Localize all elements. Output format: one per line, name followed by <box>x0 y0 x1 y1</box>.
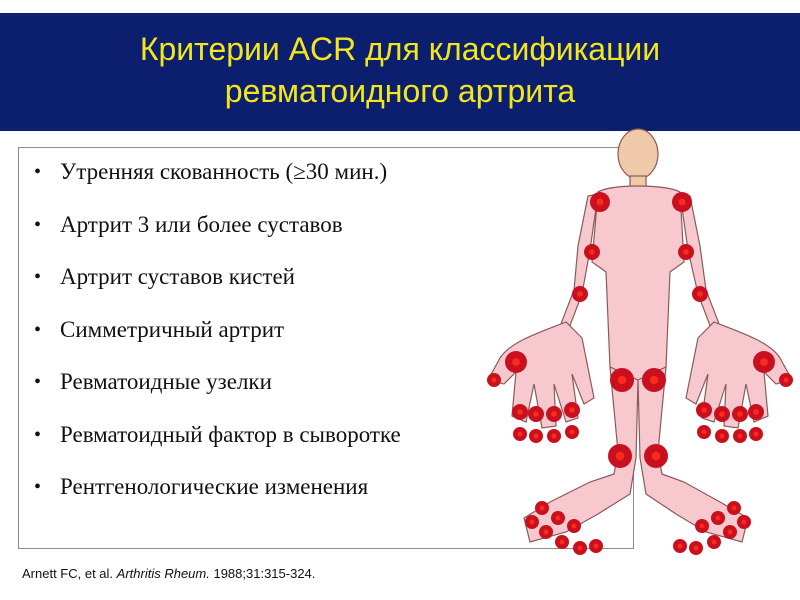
joint-marker-core <box>593 543 599 549</box>
criteria-text: Артрит 3 или более суставов <box>60 211 343 237</box>
title-band <box>0 13 800 131</box>
left-hand <box>487 321 595 429</box>
criteria-text: Артрит суставов кистей <box>60 264 295 289</box>
human-body-joints-icon <box>487 128 793 555</box>
joint-marker-core <box>699 523 705 529</box>
left-leg <box>523 366 639 543</box>
citation: Arnett FC, et al. Arthritis Rheum. 1988;… <box>22 566 315 581</box>
bullet-icon: • <box>34 161 42 183</box>
joint-marker-core <box>783 377 789 383</box>
joint-marker-core <box>760 358 768 366</box>
joint-marker-core <box>551 411 557 417</box>
criteria-item: • Рентгенологические изменения <box>30 467 401 520</box>
torso <box>591 185 685 384</box>
right-leg <box>637 366 749 543</box>
joint-marker-core <box>719 433 725 439</box>
joint-marker-core <box>555 515 561 521</box>
joint-markers <box>487 192 793 555</box>
criteria-item: • Артрит 3 или более суставов <box>30 205 401 258</box>
criteria-text: Рентгенологические изменения <box>60 474 369 499</box>
joint-marker-core <box>533 433 539 439</box>
joint-marker-core <box>596 198 604 206</box>
body-silhouette <box>487 128 793 543</box>
criteria-text: Утренняя скованность (≥30 мин.) <box>60 159 388 184</box>
criteria-item: • Ревматоидные узелки <box>30 362 401 415</box>
joint-marker-core <box>517 409 523 415</box>
joint-marker-core <box>701 429 707 435</box>
joint-marker-core <box>678 198 686 206</box>
joint-marker-core <box>737 411 743 417</box>
joint-marker-core <box>551 433 557 439</box>
bullet-icon: • <box>34 423 42 446</box>
criteria-text: Ревматоидный фактор в сыворотке <box>60 421 401 447</box>
criteria-text: Ревматоидные узелки <box>60 369 272 394</box>
joint-marker-core <box>697 291 703 297</box>
criteria-item: • Утренняя скованность (≥30 мин.) <box>30 152 401 205</box>
joint-marker-core <box>683 249 689 255</box>
criteria-text: Симметричный артрит <box>60 316 285 342</box>
joint-marker-core <box>737 433 743 439</box>
joint-marker-core <box>753 431 759 437</box>
joint-marker-core <box>539 505 545 511</box>
joint-marker-core <box>577 291 583 297</box>
bullet-icon: • <box>34 476 42 498</box>
bullet-icon: • <box>34 318 42 341</box>
joint-marker-core <box>569 429 575 435</box>
joint-marker-core <box>715 515 721 521</box>
joint-marker-core <box>711 539 717 545</box>
joint-marker-core <box>517 431 523 437</box>
citation-journal: Arthritis Rheum. <box>116 566 210 581</box>
joint-marker-core <box>543 529 549 535</box>
joint-marker-core <box>719 411 725 417</box>
citation-authors: Arnett FC, et al. <box>22 566 117 581</box>
criteria-item: • Артрит суставов кистей <box>30 257 401 310</box>
title-line-1: Критерии ACR для классификации <box>139 31 661 67</box>
joint-marker-core <box>693 545 699 551</box>
joint-marker-core <box>533 411 539 417</box>
right-hand <box>685 321 793 429</box>
title-line-2: ревматоидного артрита <box>224 73 576 109</box>
bullet-icon: • <box>34 266 42 288</box>
citation-details: 1988;31:315-324. <box>209 566 316 581</box>
criteria-item: • Симметричный артрит <box>30 310 401 363</box>
head-icon <box>617 128 659 180</box>
joint-marker-core <box>677 543 683 549</box>
joint-marker-core <box>569 407 575 413</box>
slide-title: Критерии ACR для классификации ревматоид… <box>0 28 800 112</box>
joint-marker-core <box>753 409 759 415</box>
joint-marker-core <box>617 375 627 385</box>
criteria-item: • Ревматоидный фактор в сыворотке <box>30 415 401 468</box>
joint-marker-core <box>512 358 520 366</box>
joint-marker-core <box>731 505 737 511</box>
criteria-list: • Утренняя скованность (≥30 мин.) • Артрит… <box>30 152 401 520</box>
joint-marker-core <box>577 545 583 551</box>
joint-marker-core <box>727 529 733 535</box>
joint-marker-core <box>571 523 577 529</box>
joint-marker-core <box>559 539 565 545</box>
joint-marker-core <box>589 249 595 255</box>
joint-marker-core <box>491 377 497 383</box>
bullet-icon: • <box>34 213 42 236</box>
left-arm <box>552 193 599 344</box>
bullet-icon: • <box>34 371 42 393</box>
joint-marker-core <box>649 375 659 385</box>
joint-marker-core <box>741 519 747 525</box>
right-arm <box>679 193 728 344</box>
joint-marker-core <box>529 519 535 525</box>
joint-marker-core <box>701 407 707 413</box>
joint-marker-core <box>615 451 625 461</box>
joint-marker-core <box>651 451 661 461</box>
